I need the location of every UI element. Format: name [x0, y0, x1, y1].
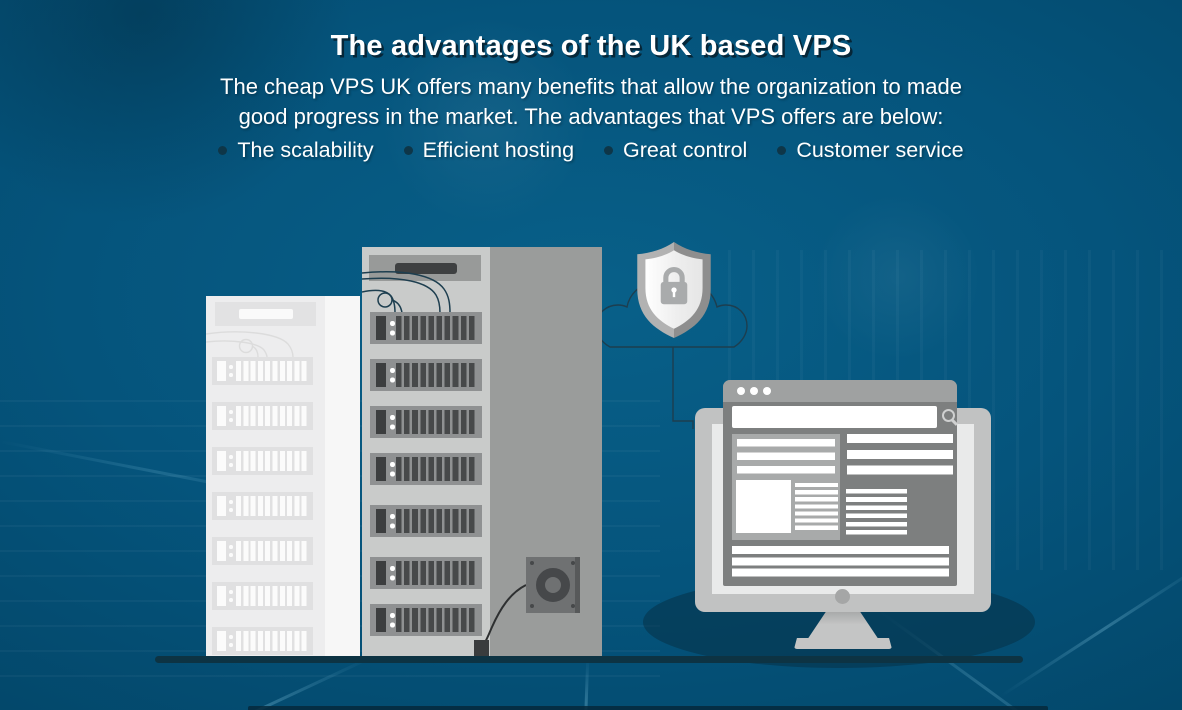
image-placeholder [736, 480, 791, 533]
text-lines [732, 546, 949, 577]
server-unit [370, 604, 482, 636]
page-title: The advantages of the UK based VPS [330, 30, 852, 62]
list-item: Customer service [777, 138, 964, 163]
bullet-dot-icon [218, 146, 228, 155]
server-unit [370, 505, 482, 537]
server-rack-main [362, 247, 602, 658]
rack-side-panel [325, 296, 360, 658]
browser-titlebar [723, 380, 957, 402]
text-lines [737, 439, 835, 476]
monitor-base [794, 638, 892, 649]
text-lines [847, 434, 953, 476]
server-unit [370, 453, 482, 485]
server-unit [212, 582, 313, 610]
browser-window-icon [723, 380, 957, 586]
server-unit [212, 492, 313, 520]
search-icon [942, 409, 955, 422]
ground-line [155, 656, 1023, 663]
server-rack-left [206, 296, 360, 658]
fan-icon [526, 557, 580, 613]
monitor-icon [695, 378, 991, 650]
advantage-label: The scalability [237, 138, 374, 162]
server-unit [370, 406, 482, 438]
monitor-button [835, 589, 850, 604]
advantage-label: Efficient hosting [422, 138, 575, 162]
list-item: Efficient hosting [403, 138, 575, 163]
search-bar [732, 406, 937, 428]
rack-top-panel [369, 255, 481, 281]
bullet-dot-icon [604, 146, 614, 155]
fan-screws [530, 561, 534, 565]
list-item: The scalability [218, 138, 374, 163]
server-unit [212, 627, 313, 655]
advantage-label: Customer service [796, 138, 964, 162]
server-unit [212, 402, 313, 430]
advantage-label: Great control [623, 138, 748, 162]
bullet-dot-icon [777, 146, 787, 155]
text-lines [846, 489, 907, 538]
text-lines [795, 483, 838, 531]
fan-ring [536, 568, 570, 602]
content-panel [732, 434, 840, 540]
server-unit [370, 557, 482, 589]
advantages-list: The scalability Efficient hosting Great … [0, 138, 1182, 163]
list-item: Great control [604, 138, 747, 163]
window-dots-icon [737, 387, 745, 395]
description: The cheap VPS UK offers many benefits th… [0, 72, 1182, 131]
server-unit [212, 537, 313, 565]
bullet-dot-icon [403, 146, 413, 155]
shield-lock-icon [637, 242, 711, 338]
description-line-2: good progress in the market. The advanta… [238, 103, 944, 129]
rack-top-panel [215, 302, 316, 326]
server-unit [370, 312, 482, 344]
description-line-1: The cheap VPS UK offers many benefits th… [220, 74, 962, 99]
monitor-stand [807, 612, 879, 640]
ground-edge-line [248, 706, 1048, 710]
server-unit [212, 357, 313, 385]
cable-connector [474, 640, 489, 656]
server-unit [212, 447, 313, 475]
header: The advantages of the UK based VPS The c… [0, 0, 1182, 163]
server-unit [370, 359, 482, 391]
